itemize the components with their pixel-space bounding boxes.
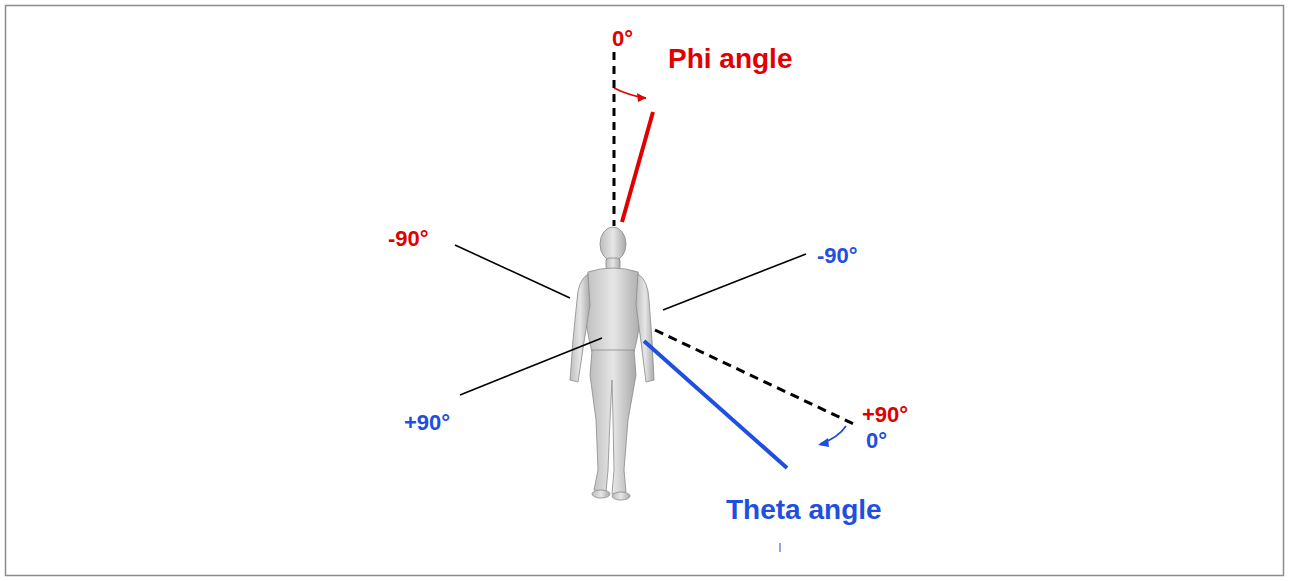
angle-name: Phi angle bbox=[668, 45, 792, 73]
angle-value: -90° bbox=[388, 228, 429, 250]
phi-vector bbox=[622, 112, 653, 222]
human-figure bbox=[570, 227, 654, 500]
tick bbox=[780, 543, 781, 552]
angle-value: -90° bbox=[817, 245, 858, 267]
axis-line bbox=[460, 338, 602, 395]
theta-vector bbox=[644, 341, 787, 468]
angle-value: 0° bbox=[866, 430, 887, 452]
angle-value: +90° bbox=[862, 404, 908, 426]
angle-value: 0° bbox=[612, 28, 633, 50]
angle-value: +90° bbox=[404, 412, 450, 434]
phi-arrowhead bbox=[637, 93, 646, 102]
angle-name: Theta angle bbox=[726, 496, 882, 524]
frame bbox=[6, 6, 1284, 576]
axis-line bbox=[663, 254, 806, 310]
phi-reference bbox=[613, 52, 616, 226]
axis-line bbox=[455, 245, 570, 298]
theta-arrowhead bbox=[818, 438, 829, 447]
